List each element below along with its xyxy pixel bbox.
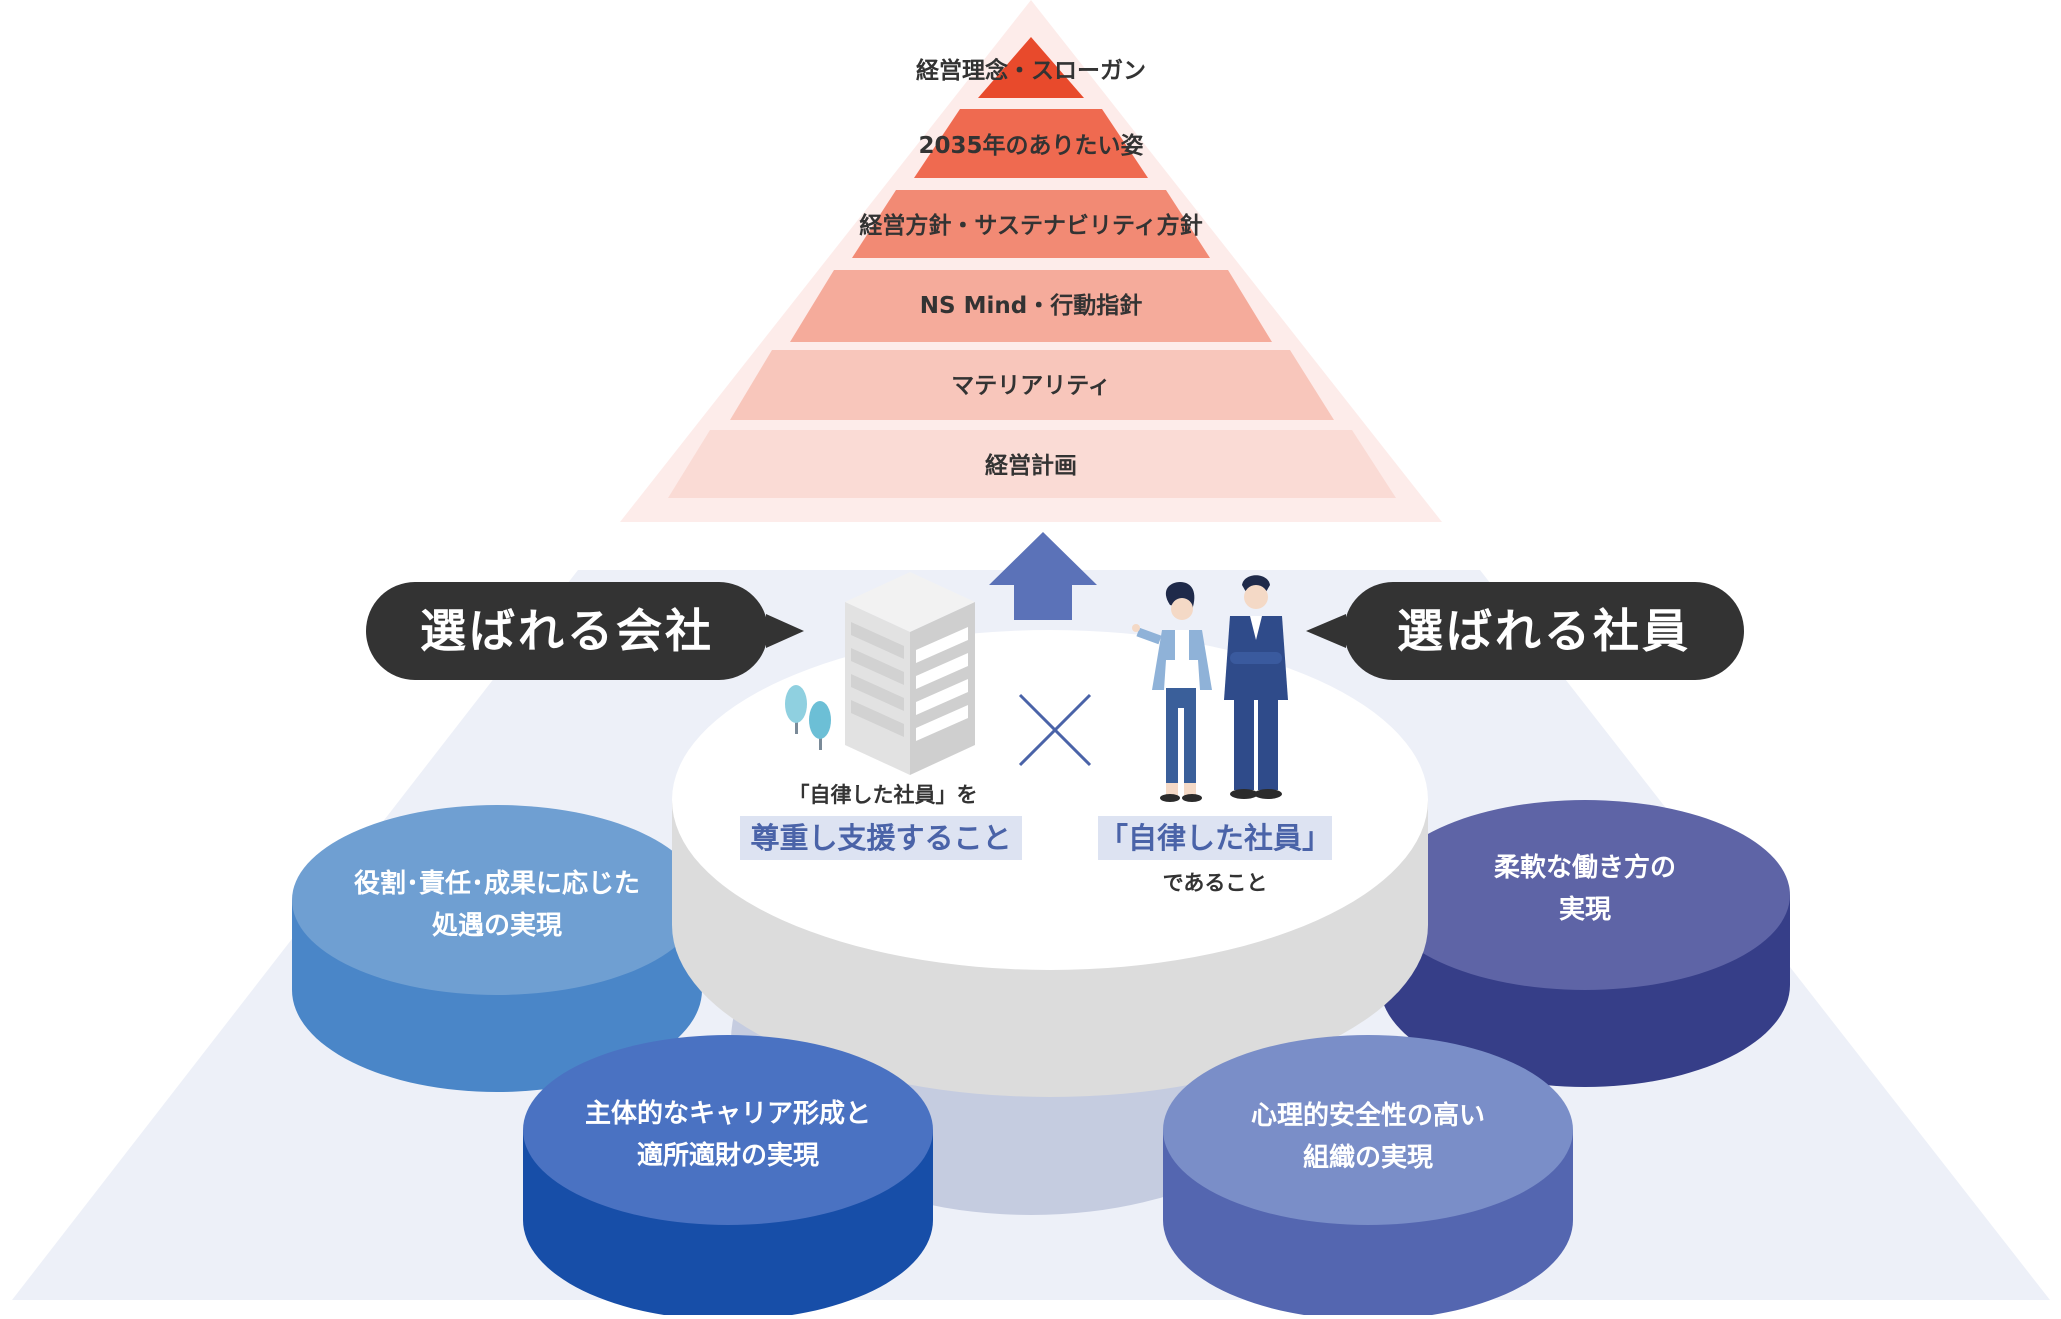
pyramid-tier-3	[852, 190, 1210, 258]
pillar-flexible-work: 柔軟な働き方の 実現	[1380, 800, 1790, 1087]
pyramid-tier-1	[978, 37, 1084, 98]
center-right-highlight-bg	[1098, 816, 1332, 860]
bubble-chosen-company-label: 選ばれる会社	[420, 604, 714, 658]
pillar-compensation: 役割･責任･成果に応じた 処遇の実現	[292, 805, 702, 1092]
pillar-career-line1: 主体的なキャリア形成と	[585, 1098, 871, 1129]
pyramid-tier-4	[790, 270, 1272, 342]
center-right-caption: であること	[1163, 871, 1268, 895]
pyramid-tier-6	[668, 430, 1396, 498]
tier-label-2: 2035年のありたい姿	[918, 132, 1143, 159]
bubble-chosen-employee: 選ばれる社員	[1306, 582, 1744, 680]
tier-label-3: 経営方針・サステナビリティ方針	[859, 212, 1202, 239]
bubble-chosen-employee-label: 選ばれる社員	[1397, 604, 1691, 658]
tier-label-4: NS Mind・行動指針	[920, 292, 1142, 319]
pillar-flexible-work-line1: 柔軟な働き方の	[1494, 852, 1676, 883]
man-employee-icon	[1224, 575, 1288, 799]
center-left-caption: 「自律した社員」を	[789, 783, 978, 807]
pyramid-tier-5	[730, 350, 1334, 420]
tree-icon	[785, 685, 831, 750]
pillar-flexible-work-line2: 実現	[1559, 894, 1611, 925]
bubble-chosen-company: 選ばれる会社	[366, 582, 804, 680]
center-right-highlight: 「自律した社員」	[1099, 821, 1331, 855]
center-left-highlight-bg	[740, 816, 1022, 860]
cross-icon	[1018, 693, 1092, 767]
center-left-highlight: 尊重し支援すること	[750, 821, 1011, 855]
pillar-compensation-line2: 処遇の実現	[432, 910, 562, 941]
pillar-psychological-safety: 心理的安全性の高い 組織の実現	[1163, 1035, 1573, 1319]
pillar-career: 主体的なキャリア形成と 適所適財の実現	[523, 1035, 933, 1319]
pillar-compensation-line1: 役割･責任･成果に応じた	[354, 868, 640, 899]
pyramid-tier-2	[914, 109, 1148, 178]
tier-label-1: 経営理念・スローガン	[916, 57, 1146, 84]
tier-label-6: 経営計画	[985, 452, 1077, 479]
pillar-psychological-safety-line1: 心理的安全性の高い	[1251, 1100, 1485, 1131]
tier-label-5: マテリアリティ	[951, 373, 1111, 399]
woman-employee-icon	[1132, 582, 1212, 802]
building-icon	[845, 572, 975, 775]
up-arrow-icon	[989, 532, 1097, 620]
pillar-career-line2: 適所適財の実現	[637, 1140, 819, 1171]
pillar-psychological-safety-line2: 組織の実現	[1303, 1142, 1433, 1173]
